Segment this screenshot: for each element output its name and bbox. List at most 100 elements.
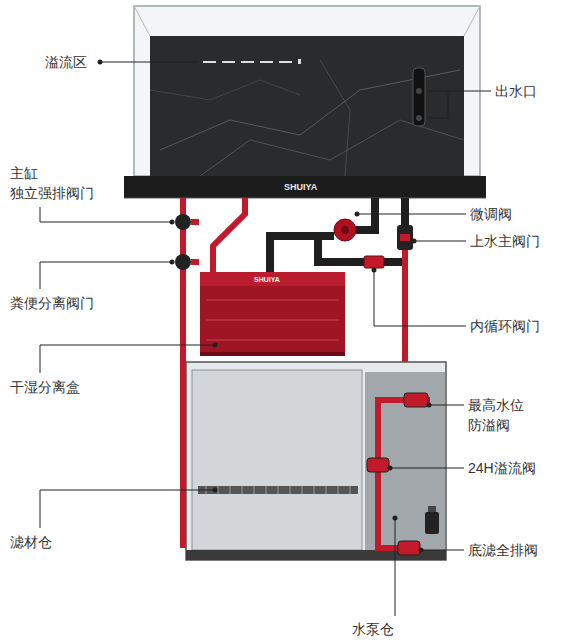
leader-dot	[419, 548, 424, 553]
marble-back-panel	[150, 36, 464, 176]
water-outlet	[416, 88, 422, 94]
callout-label: 粪便分离阀门	[10, 293, 94, 313]
fine-tune-valve	[334, 219, 356, 241]
sump-valve	[398, 541, 420, 555]
separation-box	[206, 320, 339, 321]
leader-dot	[388, 466, 393, 471]
leader-dot	[98, 60, 103, 65]
separation-box	[200, 272, 345, 356]
leader-dot	[213, 343, 218, 348]
leader-line	[414, 241, 466, 242]
fine-tune-valve	[341, 226, 349, 234]
aquarium-glass	[134, 6, 480, 176]
leader-dot	[170, 220, 175, 225]
leader-line	[395, 518, 396, 616]
aquarium-glass	[134, 6, 150, 36]
tank-stand-band	[124, 176, 486, 198]
main-inlet-valve	[397, 225, 413, 250]
sump-tank	[186, 362, 446, 560]
return-pipe	[401, 198, 409, 225]
separation-box	[200, 272, 345, 286]
leader-line	[421, 550, 464, 551]
leader-dot	[170, 260, 175, 265]
leader-dot	[213, 488, 218, 493]
sump-valve	[367, 458, 389, 472]
sump-tank	[192, 370, 362, 550]
filter-plate	[206, 486, 350, 494]
pipe-valve	[191, 219, 199, 225]
sump-pipe	[378, 400, 430, 548]
marble-back-panel	[200, 120, 464, 176]
main-inlet-valve	[400, 234, 410, 241]
separation-box	[206, 300, 339, 301]
leader-line	[40, 262, 172, 289]
callout-label: 溢流区	[45, 52, 87, 72]
leader-line	[100, 62, 198, 63]
return-pipe	[270, 236, 334, 272]
brand-mark: SHUIYA	[254, 275, 280, 284]
return-pipe	[318, 236, 405, 262]
filter-plate	[198, 486, 358, 494]
marble-back-panel	[320, 60, 350, 176]
sump-valve	[367, 393, 428, 555]
overflow-slots	[279, 61, 292, 63]
overflow-slots	[203, 61, 216, 63]
internal-loop-valve	[364, 256, 384, 268]
leader-dot	[393, 516, 398, 521]
callout-label: 底滤全排阀	[468, 540, 538, 560]
overflow-slots	[260, 61, 273, 63]
internal-loop-valve	[364, 256, 384, 268]
leader-line	[40, 207, 172, 222]
tank-stand-band	[124, 176, 486, 198]
callout-label: 最高水位 防溢阀	[468, 395, 540, 435]
main-inlet-valve	[397, 225, 413, 250]
water-outlet	[413, 68, 425, 126]
marble-back-panel	[150, 80, 300, 100]
aquarium-glass	[464, 6, 480, 36]
callout-label: 24H溢流阀	[468, 458, 536, 478]
callout-label: 干湿分离盒	[10, 377, 80, 397]
water-outlet	[413, 68, 425, 126]
callout-label: 内循环阀门	[470, 316, 540, 336]
leader-line	[429, 91, 491, 118]
leader-dot	[427, 403, 432, 408]
leader-line	[40, 345, 215, 373]
leader-line	[390, 468, 464, 469]
sump-tank	[186, 362, 446, 560]
sump-pipe	[378, 400, 430, 548]
brand-mark: SHUIYA	[284, 181, 317, 193]
callout-label: 上水主阀门	[470, 231, 540, 251]
leader-line	[40, 62, 491, 616]
leader-line	[429, 405, 464, 406]
callout-label: 滤材仓	[10, 532, 52, 552]
filter-plate	[198, 486, 358, 494]
separation-box	[200, 352, 345, 356]
callout-label: 主缸 独立强排阀门	[10, 163, 106, 203]
overflow-slots	[241, 61, 254, 63]
marble-back-panel	[150, 36, 464, 176]
pipe-valve	[191, 259, 199, 265]
sump-tank	[365, 372, 445, 550]
water-outlet	[416, 115, 422, 121]
aquarium-glass	[134, 6, 480, 176]
overflow-slots	[203, 59, 301, 64]
fine-tune-valve	[334, 219, 356, 241]
leader-dot	[98, 60, 432, 553]
overflow-slots	[298, 59, 301, 64]
callout-label: 微调阀	[470, 204, 512, 224]
callout-label: 出水口	[495, 81, 537, 101]
leader-dot	[412, 239, 417, 244]
leader-dot	[355, 212, 360, 217]
sump-valve	[404, 393, 428, 407]
separation-box	[206, 340, 339, 341]
pipe-valve	[175, 254, 191, 270]
water-pump	[425, 506, 439, 534]
return-pipe	[402, 250, 408, 370]
water-pump	[428, 506, 436, 512]
leader-dot	[372, 268, 377, 273]
leader-line	[40, 490, 215, 528]
separation-box	[200, 272, 345, 356]
tank-stand-band	[124, 198, 486, 199]
drain-pipe	[213, 198, 245, 272]
pipe-valve	[175, 214, 191, 230]
